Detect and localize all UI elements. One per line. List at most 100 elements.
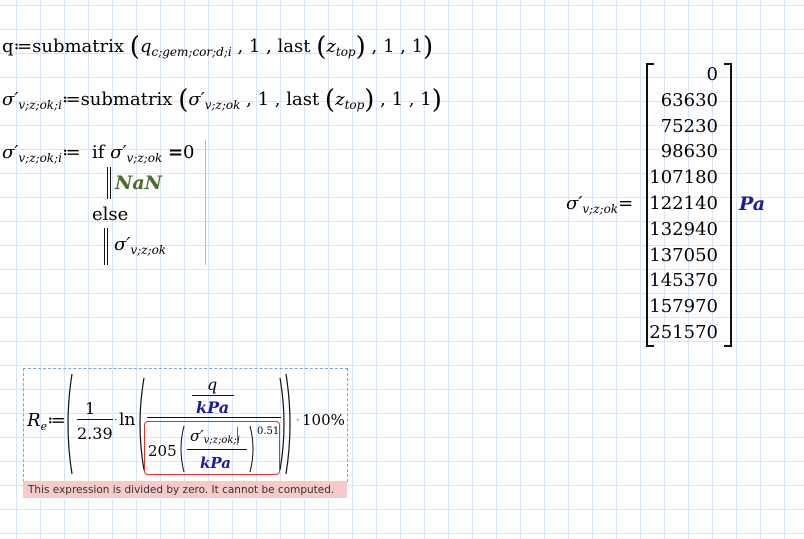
eq3-else-bar-1 bbox=[104, 228, 105, 265]
eq4-q: q bbox=[207, 375, 218, 394]
eq4-dot-2: · bbox=[173, 444, 177, 458]
eq4-lhs-sub: e bbox=[40, 420, 48, 433]
eq4-sigma-sub: v;z;ok;i bbox=[203, 435, 240, 446]
eq4-lhs: Re≔ bbox=[27, 410, 66, 434]
eq3-lhs-sub: v;z;ok;i bbox=[18, 151, 62, 165]
eq2-last-open: ( bbox=[324, 85, 336, 115]
eq1-lhs: q bbox=[2, 36, 14, 57]
eq4-exponent: 0.51 bbox=[257, 426, 280, 437]
eq2-arg5: 1 bbox=[420, 89, 432, 110]
eq2-last-base: z bbox=[335, 89, 345, 110]
eq1-arg1-base: q bbox=[139, 36, 152, 57]
eq3-else-value: σ′v;z;ok bbox=[114, 234, 166, 257]
result-lhs-base: σ′ bbox=[566, 193, 583, 214]
eq1-open-paren: ( bbox=[129, 32, 140, 62]
eq4-ln: ln bbox=[119, 410, 136, 430]
matrix-right-bracket bbox=[724, 63, 732, 347]
eq2-arg4: 1 bbox=[391, 89, 404, 110]
matrix-cell: 137050 bbox=[649, 244, 718, 266]
eq2-func: submatrix bbox=[80, 89, 173, 110]
matrix-cell: 107180 bbox=[649, 167, 718, 189]
eq2-last-close: ) bbox=[364, 85, 375, 115]
eq3-lhs: σ′v;z;ok;i≔ bbox=[2, 142, 81, 165]
matrix-cell: 63630 bbox=[660, 89, 718, 111]
result-lhs: σ′v;z;ok= bbox=[566, 193, 633, 216]
eq3-then-bar-1 bbox=[107, 167, 108, 199]
matrix-cell: 98630 bbox=[660, 141, 718, 163]
eq1-last: last bbox=[277, 36, 311, 57]
matrix-cell: 132940 bbox=[649, 218, 718, 240]
matrix-cell: 251570 bbox=[649, 322, 718, 343]
eq2-assign: ≔ bbox=[61, 89, 81, 110]
eq3-nan-value: NaN bbox=[115, 172, 163, 194]
matrix-cell: 75230 bbox=[660, 115, 718, 137]
eq4-lhs-base: R bbox=[27, 410, 41, 431]
eq4-percent: 100% bbox=[302, 411, 345, 429]
eq4-coef: 205 bbox=[148, 442, 177, 460]
eq1-assign: ≔ bbox=[13, 36, 33, 57]
eq4-dot-1: · bbox=[114, 413, 118, 427]
matrix-left-bracket bbox=[646, 63, 654, 347]
eq1-close-paren: ) bbox=[423, 32, 434, 62]
eq3-lhs-base: σ′ bbox=[2, 142, 19, 163]
result-matrix: 0 63630 75230 98630 107180 122140 132940 137050… bbox=[649, 63, 720, 347]
eq4-inner-parens bbox=[180, 425, 254, 473]
eq3-cond-base: σ′ bbox=[110, 142, 127, 163]
text-cursor bbox=[237, 427, 238, 445]
matrix-cell: 157970 bbox=[649, 296, 718, 318]
eq3-if-keyword: if bbox=[92, 142, 105, 163]
eq2-last-sub: top bbox=[344, 98, 365, 112]
eq3-assign: ≔ bbox=[61, 142, 81, 163]
matrix-cell: 145370 bbox=[649, 270, 718, 292]
eq4-main-bar bbox=[147, 417, 281, 418]
eq4-outer-parens bbox=[67, 373, 291, 475]
eq4-q-unit: kPa bbox=[196, 398, 230, 417]
eq3-if-line: if σ′v;z;ok =0 bbox=[92, 142, 195, 165]
eq2-lhs-sub: v;z;ok;i bbox=[18, 98, 62, 112]
eq3-then-bar-2 bbox=[110, 167, 111, 199]
result-eq: = bbox=[618, 193, 634, 214]
eq2-open-paren: ( bbox=[178, 85, 189, 115]
eq3-else-keyword: else bbox=[92, 204, 129, 225]
result-unit: Pa bbox=[739, 193, 766, 215]
eq3-cond-val: 0 bbox=[183, 142, 195, 163]
eq1-arg4: 1 bbox=[382, 36, 395, 57]
eq2-close-paren: ) bbox=[431, 85, 442, 115]
eq2-arg1-sub: v;z;ok bbox=[204, 98, 241, 112]
eq3-else-sub: v;z;ok bbox=[130, 243, 167, 257]
eq2-arg1-base: σ′ bbox=[188, 89, 205, 110]
eq1-arg1-sub: c;gem;cor;d;i bbox=[151, 45, 232, 59]
eq4-sigma: σ′v;z;ok;i bbox=[190, 425, 240, 450]
eq1-last-open: ( bbox=[316, 32, 327, 62]
eq4-sigma-unit: kPa bbox=[200, 454, 231, 472]
eq4-frac-num: 1 bbox=[85, 399, 96, 418]
matrix-cell: 122140 bbox=[649, 193, 718, 214]
eq-q-submatrix[interactable]: q≔submatrix (qc;gem;cor;d;i , 1 , last (… bbox=[2, 32, 434, 62]
eq3-cond-sub: v;z;ok bbox=[126, 151, 163, 165]
eq4-dot-3: · bbox=[296, 413, 300, 427]
matrix-cell: 0 bbox=[706, 64, 718, 85]
eq2-last: last bbox=[286, 89, 320, 110]
result-lhs-sub: v;z;ok bbox=[582, 202, 619, 216]
eq1-last-close: ) bbox=[355, 32, 366, 62]
eq1-last-base: z bbox=[326, 36, 336, 57]
eq1-arg2: 1 bbox=[248, 36, 261, 57]
eq4-sigma-bar bbox=[187, 449, 247, 450]
eq3-cond-op: = bbox=[167, 142, 184, 163]
eq3-else-base: σ′ bbox=[114, 234, 131, 255]
eq4-frac-den: 2.39 bbox=[77, 424, 113, 443]
eq4-assign: ≔ bbox=[47, 410, 66, 431]
error-message: This expression is divided by zero. It c… bbox=[23, 481, 347, 498]
eq4-qfrac-bar bbox=[192, 395, 234, 396]
eq2-lhs-base: σ′ bbox=[2, 89, 19, 110]
eq4-error-highlight[interactable] bbox=[144, 421, 280, 475]
eq4-sigma-base: σ′ bbox=[190, 427, 204, 445]
eq1-func: submatrix bbox=[32, 36, 125, 57]
eq3-else-bar-2 bbox=[107, 228, 108, 265]
eq2-arg2: 1 bbox=[257, 89, 270, 110]
eq4-frac-bar bbox=[77, 419, 113, 420]
eq-sigma-submatrix[interactable]: σ′v;z;ok;i≔submatrix (σ′v;z;ok , 1 , las… bbox=[2, 85, 442, 115]
eq3-program-right-bar bbox=[205, 140, 206, 265]
eq1-arg5: 1 bbox=[411, 36, 424, 57]
eq1-last-sub: top bbox=[335, 45, 356, 59]
